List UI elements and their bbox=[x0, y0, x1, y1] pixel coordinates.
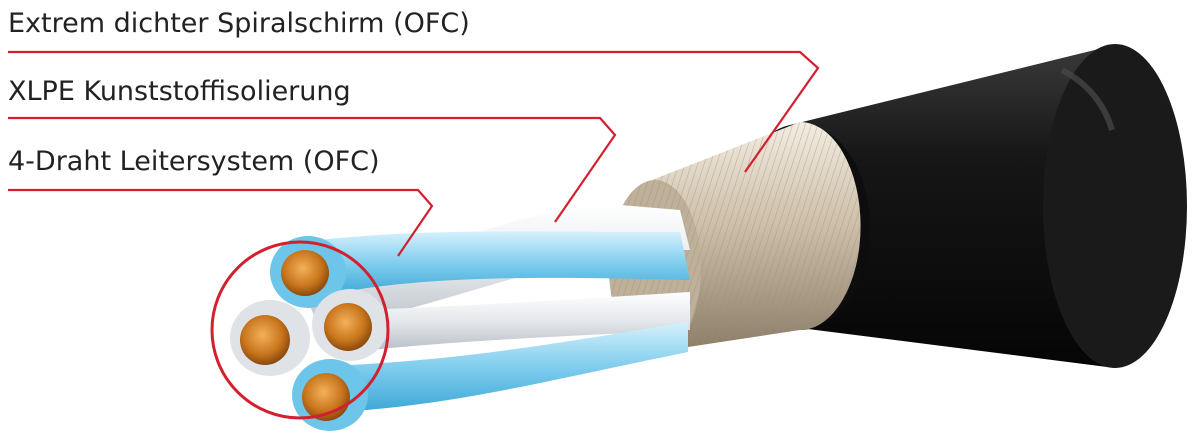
conductor-end-right bbox=[312, 289, 388, 361]
cable-jacket bbox=[790, 44, 1187, 368]
label-spiral-shield: Extrem dichter Spiralschirm (OFC) bbox=[8, 8, 470, 39]
insulation-strand-blue-2 bbox=[330, 322, 688, 412]
callout-line-insulation bbox=[8, 116, 617, 223]
callout-line-shield bbox=[8, 50, 820, 173]
callout-line-conductors bbox=[8, 188, 434, 257]
conductor-end-bottom bbox=[292, 359, 368, 431]
conductor-highlight-circle bbox=[210, 240, 390, 420]
conductor-end-left bbox=[230, 300, 310, 376]
callout-lines bbox=[8, 50, 820, 420]
insulated-conductors bbox=[300, 205, 690, 412]
label-4-wire-conductor-system: 4-Draht Leitersystem (OFC) bbox=[8, 146, 380, 177]
insulation-strand-blue-1 bbox=[300, 231, 690, 296]
insulation-strand-white-2 bbox=[360, 292, 690, 350]
label-xlpe-insulation: XLPE Kunststoffisolierung bbox=[8, 76, 351, 107]
conductor-end-top bbox=[270, 236, 346, 308]
